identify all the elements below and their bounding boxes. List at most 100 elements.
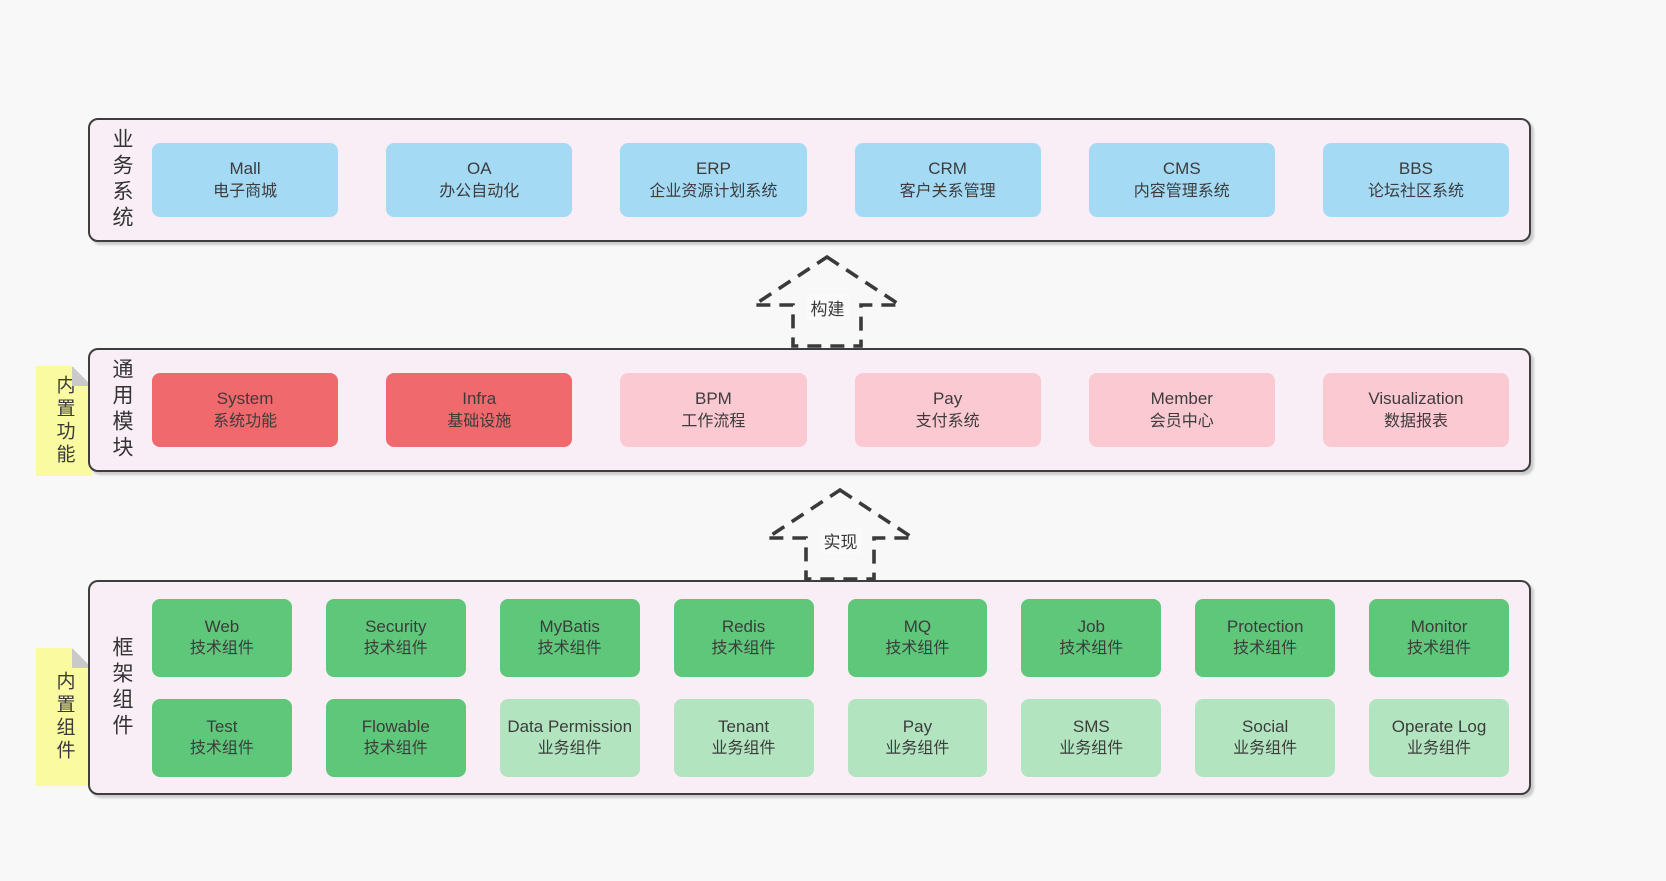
implement-arrow: 实现 xyxy=(763,485,918,583)
component-box-operate-log: Operate Log 业务组件 xyxy=(1369,698,1509,777)
module-box-erp: ERP 企业资源计划系统 xyxy=(620,143,807,217)
component-type: 业务组件 xyxy=(1233,740,1298,758)
band-label: 框架组件 xyxy=(110,635,133,740)
component-box-security: Security 技术组件 xyxy=(325,598,466,677)
component-name: Security xyxy=(365,616,427,636)
component-box-job: Job 技术组件 xyxy=(1021,598,1162,677)
module-box-bbs: BBS 论坛社区系统 xyxy=(1322,143,1510,217)
component-box-monitor: Monitor 技术组件 xyxy=(1369,598,1509,677)
component-type: 技术组件 xyxy=(1059,640,1124,658)
component-type: 业务组件 xyxy=(1059,740,1124,758)
sticky-note-label: 内置功能 xyxy=(53,375,75,467)
component-name: Monitor xyxy=(1410,616,1468,636)
module-box-infra: Infra 基础设施 xyxy=(386,373,573,447)
module-box-pay: Pay 支付系统 xyxy=(854,373,1041,447)
component-name: Social xyxy=(1242,716,1289,736)
module-box-oa: OA 办公自动化 xyxy=(386,143,573,217)
module-box-crm: CRM 客户关系管理 xyxy=(854,143,1041,217)
component-name: Pay xyxy=(902,716,933,736)
component-box-web: Web 技术组件 xyxy=(152,598,292,677)
module-name: BPM xyxy=(695,389,732,409)
module-name: BBS xyxy=(1398,159,1433,179)
module-box-mall: Mall 电子商城 xyxy=(152,143,339,217)
component-box-data-permission: Data Permission 业务组件 xyxy=(499,698,640,777)
module-name: CMS xyxy=(1162,159,1201,179)
component-type: 技术组件 xyxy=(189,640,254,658)
folded-corner-icon xyxy=(72,648,92,668)
sticky-note-label: 内置组件 xyxy=(53,671,75,763)
module-desc: 办公自动化 xyxy=(439,182,520,200)
arrow-label: 构建 xyxy=(806,294,849,321)
module-desc: 客户关系管理 xyxy=(899,182,996,200)
sticky-note-builtin-features: 内置功能 xyxy=(36,366,92,476)
module-name: OA xyxy=(466,159,492,179)
module-desc: 电子商城 xyxy=(213,182,278,200)
module-name: Pay xyxy=(932,389,963,409)
module-desc: 基础设施 xyxy=(447,412,512,430)
component-box-mybatis: MyBatis 技术组件 xyxy=(499,598,640,677)
arrow-label: 实现 xyxy=(819,527,862,554)
component-name: Job xyxy=(1077,616,1106,636)
component-box-protection: Protection 技术组件 xyxy=(1195,598,1336,677)
component-type: 技术组件 xyxy=(1407,640,1472,658)
up-arrow-icon xyxy=(750,254,905,348)
module-desc: 论坛社区系统 xyxy=(1367,182,1464,200)
module-desc: 系统功能 xyxy=(213,412,278,430)
module-name: Mall xyxy=(229,159,261,179)
component-box-pay-biz: Pay 业务组件 xyxy=(847,698,988,777)
component-type: 技术组件 xyxy=(363,640,428,658)
component-box-flowable: Flowable 技术组件 xyxy=(325,698,466,777)
component-box-tenant: Tenant 业务组件 xyxy=(673,698,814,777)
build-arrow: 构建 xyxy=(750,252,905,350)
module-desc: 支付系统 xyxy=(915,412,980,430)
module-box-cms: CMS 内容管理系统 xyxy=(1088,143,1275,217)
module-name: CRM xyxy=(928,159,967,179)
component-name: Redis xyxy=(721,616,766,636)
sticky-note-builtin-components: 内置组件 xyxy=(36,648,92,786)
band-framework-components: 框架组件 Web 技术组件 Security 技术组件 MyBatis 技术组件… xyxy=(88,580,1531,795)
module-name: ERP xyxy=(695,159,731,179)
module-box-member: Member 会员中心 xyxy=(1088,373,1275,447)
module-name: Visualization xyxy=(1368,389,1464,409)
component-box-mq: MQ 技术组件 xyxy=(847,598,988,677)
component-type: 技术组件 xyxy=(537,640,602,658)
component-box-sms: SMS 业务组件 xyxy=(1021,698,1162,777)
component-name: SMS xyxy=(1072,716,1110,736)
module-name: System xyxy=(216,389,274,409)
component-name: Flowable xyxy=(361,716,430,736)
up-arrow-icon xyxy=(763,487,918,581)
component-name: Test xyxy=(206,716,238,736)
band-label: 通用模块 xyxy=(110,358,133,462)
component-type: 技术组件 xyxy=(711,640,776,658)
component-box-social: Social 业务组件 xyxy=(1195,698,1336,777)
component-type: 技术组件 xyxy=(363,740,428,758)
component-name: Web xyxy=(204,616,240,636)
component-type: 业务组件 xyxy=(711,740,776,758)
component-name: Operate Log xyxy=(1391,716,1487,736)
component-name: Data Permission xyxy=(507,716,633,736)
module-box-bpm: BPM 工作流程 xyxy=(620,373,807,447)
module-name: Infra xyxy=(462,389,497,409)
module-box-system: System 系统功能 xyxy=(152,373,339,447)
component-type: 业务组件 xyxy=(885,740,950,758)
module-desc: 数据报表 xyxy=(1383,412,1448,430)
component-name: MQ xyxy=(903,616,932,636)
component-name: Protection xyxy=(1226,616,1304,636)
component-type: 业务组件 xyxy=(537,740,602,758)
module-desc: 内容管理系统 xyxy=(1133,182,1230,200)
component-type: 技术组件 xyxy=(885,640,950,658)
component-type: 业务组件 xyxy=(1407,740,1472,758)
band-label: 业务系统 xyxy=(110,128,133,232)
band-business-systems: 业务系统 Mall 电子商城 OA 办公自动化 ERP 企业资源计划系统 CRM… xyxy=(88,118,1531,242)
folded-corner-icon xyxy=(72,366,92,386)
module-desc: 工作流程 xyxy=(681,412,746,430)
component-box-redis: Redis 技术组件 xyxy=(673,598,814,677)
component-name: MyBatis xyxy=(539,616,600,636)
band-common-modules: 通用模块 System 系统功能 Infra 基础设施 BPM 工作流程 Pay… xyxy=(88,348,1531,472)
module-box-visualization: Visualization 数据报表 xyxy=(1322,373,1510,447)
module-name: Member xyxy=(1150,389,1213,409)
module-desc: 会员中心 xyxy=(1149,412,1214,430)
component-type: 技术组件 xyxy=(189,740,254,758)
component-name: Tenant xyxy=(718,716,770,736)
